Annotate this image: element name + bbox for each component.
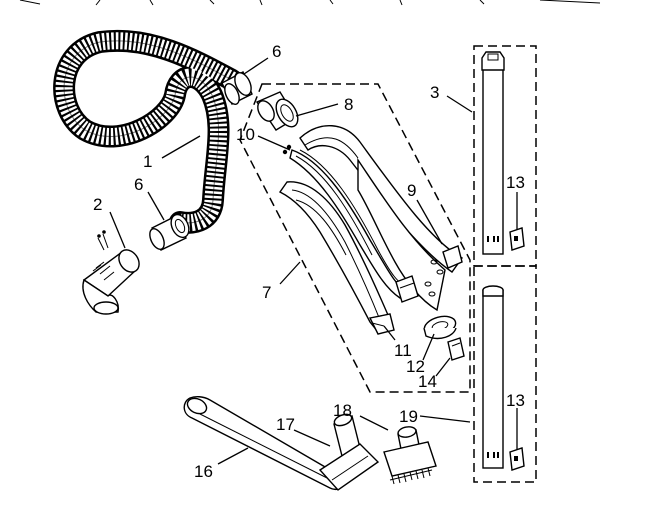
wand-upper [481,51,525,255]
callout-8: 8 [344,95,353,114]
crevice-tool [183,395,345,490]
swivel-elbow [82,230,140,315]
callout-19: 19 [399,407,418,426]
ring-part-12 [423,315,457,340]
clip-part-14 [447,337,465,361]
leader-lines [109,57,518,465]
wand-19-boundary [473,265,537,483]
callout-6-upper: 6 [272,42,281,61]
dusting-brush [383,426,437,485]
callout-6-lower: 6 [134,175,143,194]
hose [53,29,243,234]
callout-13-lower: 13 [506,391,525,410]
hose-cuff-upper [221,71,253,105]
callout-labels: 1 2 3 6 6 7 8 9 10 11 12 13 13 14 16 17 … [93,42,525,481]
callout-10: 10 [236,125,255,144]
handle [299,124,464,312]
upholstery-tool [318,413,380,491]
handle-wiring [282,144,419,303]
callout-7: 7 [262,283,271,302]
wand-lower [482,285,525,471]
callout-14: 14 [418,372,437,391]
callout-3: 3 [430,83,439,102]
callout-17: 17 [276,415,295,434]
callout-11: 11 [394,341,412,360]
callout-2: 2 [93,195,102,214]
callout-18: 18 [333,401,352,420]
handle-lower-half [278,181,395,335]
assembly-7-boundary [239,83,471,393]
callout-1: 1 [143,152,152,171]
callout-16: 16 [194,462,213,481]
callout-9: 9 [407,181,416,200]
callout-12: 12 [406,357,425,376]
callout-13-upper: 13 [506,173,525,192]
top-edge-artifacts [19,0,601,6]
hose-cuff-lower [149,213,190,251]
swivel-connector [255,91,299,131]
